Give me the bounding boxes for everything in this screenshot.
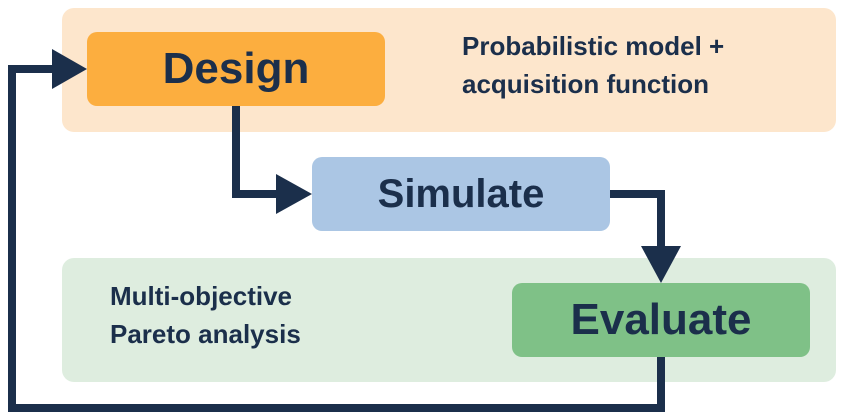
evaluate-step-box: Evaluate <box>512 283 810 357</box>
feedback-loop-arrow-line <box>8 65 665 412</box>
evaluate-description-line-1: Multi-objective <box>110 281 293 311</box>
evaluate-step-label: Evaluate <box>570 295 752 344</box>
simulate-to-evaluate-arrowhead <box>641 246 681 283</box>
design-to-simulate-arrowhead <box>276 174 312 214</box>
design-description-line-1: Probabilistic model + <box>462 31 725 61</box>
design-description: Probabilistic model + acquisition functi… <box>462 27 724 103</box>
simulate-step-label: Simulate <box>377 171 545 216</box>
simulate-step-box: Simulate <box>312 157 610 231</box>
design-step-label: Design <box>162 44 310 93</box>
simulate-to-evaluate-arrow-line <box>610 190 665 250</box>
design-description-line-2: acquisition function <box>462 69 709 99</box>
design-step-box: Design <box>87 32 385 106</box>
feedback-loop-arrowhead <box>52 49 87 89</box>
evaluate-description-line-2: Pareto analysis <box>110 319 301 349</box>
design-to-simulate-arrow-line <box>232 106 280 198</box>
evaluate-description: Multi-objective Pareto analysis <box>110 277 301 353</box>
